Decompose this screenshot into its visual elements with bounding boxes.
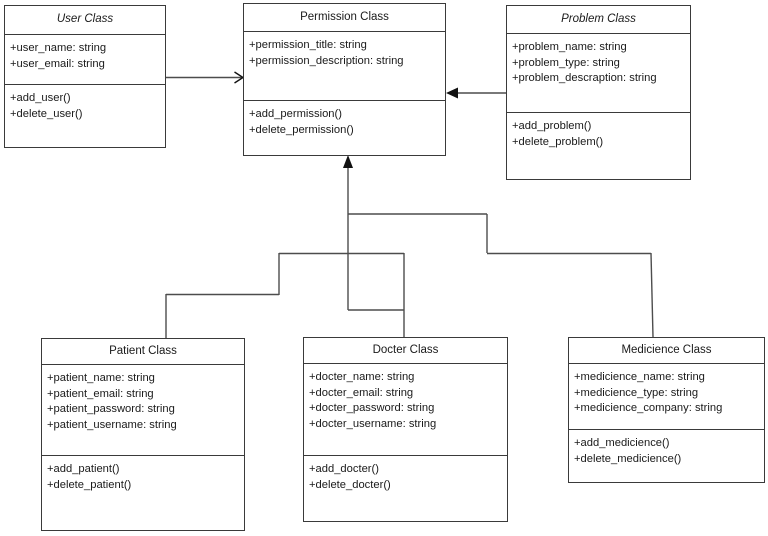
class-box-medicience[interactable]: Medicience Class +medicience_name: strin…: [568, 337, 765, 483]
class-attributes-problem: +problem_name: string +problem_type: str…: [507, 34, 690, 113]
class-attributes-medicience: +medicience_name: string +medicience_typ…: [569, 364, 764, 430]
attribute-row: +docter_email: string: [309, 386, 414, 399]
class-box-docter[interactable]: Docter Class +docter_name: string +docte…: [303, 337, 508, 522]
connector-problem-to-permission: [446, 87, 506, 99]
class-box-problem[interactable]: Problem Class +problem_name: string +pro…: [506, 5, 691, 180]
class-attributes-patient: +patient_name: string +patient_email: st…: [42, 365, 244, 456]
connector-patient-to-permission: [165, 213, 487, 338]
class-operations-patient: +add_patient() +delete_patient(): [42, 456, 244, 497]
class-title-user: User Class: [5, 6, 165, 35]
connector-docter-to-permission: [343, 155, 405, 337]
operation-row: +delete_problem(): [512, 135, 604, 148]
operation-row: +delete_docter(): [309, 478, 391, 491]
attribute-row: +problem_type: string: [512, 56, 620, 69]
operation-row: +add_docter(): [309, 463, 379, 475]
connector-medicience-to-permission: [486, 214, 654, 338]
class-box-patient[interactable]: Patient Class +patient_name: string +pat…: [41, 338, 245, 531]
class-title-permission: Permission Class: [244, 4, 445, 32]
operation-row: +delete_medicience(): [574, 452, 682, 465]
attribute-row: +medicience_type: string: [574, 386, 699, 399]
class-title-docter: Docter Class: [304, 338, 507, 364]
class-box-user[interactable]: User Class +user_name: string +user_emai…: [4, 5, 166, 148]
class-box-permission[interactable]: Permission Class +permission_title: stri…: [243, 3, 446, 156]
attribute-row: +permission_title: string: [249, 39, 367, 51]
class-operations-docter: +add_docter() +delete_docter(): [304, 456, 507, 497]
connector-user-to-permission: [166, 71, 245, 84]
attribute-row: +patient_name: string: [47, 372, 155, 384]
attribute-row: +patient_email: string: [47, 387, 154, 400]
class-title-medicience: Medicience Class: [569, 338, 764, 364]
class-attributes-user: +user_name: string +user_email: string: [5, 35, 165, 85]
class-title-patient: Patient Class: [42, 339, 244, 365]
attribute-row: +user_name: string: [10, 42, 107, 54]
attribute-row: +problem_descraption: string: [512, 72, 657, 84]
attribute-row: +medicience_name: string: [574, 371, 705, 383]
class-operations-medicience: +add_medicience() +delete_medicience(): [569, 430, 764, 471]
class-attributes-permission: +permission_title: string +permission_de…: [244, 32, 445, 101]
operation-row: +delete_permission(): [249, 123, 354, 136]
class-operations-permission: +add_permission() +delete_permission(): [244, 101, 445, 142]
attribute-row: +patient_password: string: [47, 403, 175, 415]
operation-row: +add_medicience(): [574, 437, 670, 449]
class-title-problem: Problem Class: [507, 6, 690, 34]
attribute-row: +problem_name: string: [512, 41, 627, 53]
attribute-row: +user_email: string: [10, 57, 105, 70]
attribute-row: +docter_name: string: [309, 371, 415, 383]
class-attributes-docter: +docter_name: string +docter_email: stri…: [304, 364, 507, 456]
operation-row: +delete_user(): [10, 107, 83, 120]
attribute-row: +docter_password: string: [309, 402, 435, 414]
operation-row: +add_problem(): [512, 120, 592, 132]
operation-row: +add_user(): [10, 92, 71, 104]
class-operations-user: +add_user() +delete_user(): [5, 85, 165, 126]
operation-row: +add_permission(): [249, 108, 342, 120]
attribute-row: +medicience_company: string: [574, 402, 723, 414]
operation-row: +add_patient(): [47, 463, 120, 475]
operation-row: +delete_patient(): [47, 478, 132, 491]
attribute-row: +patient_username: string: [47, 418, 177, 431]
class-operations-problem: +add_problem() +delete_problem(): [507, 113, 690, 154]
attribute-row: +permission_description: string: [249, 54, 404, 67]
attribute-row: +docter_username: string: [309, 417, 437, 430]
